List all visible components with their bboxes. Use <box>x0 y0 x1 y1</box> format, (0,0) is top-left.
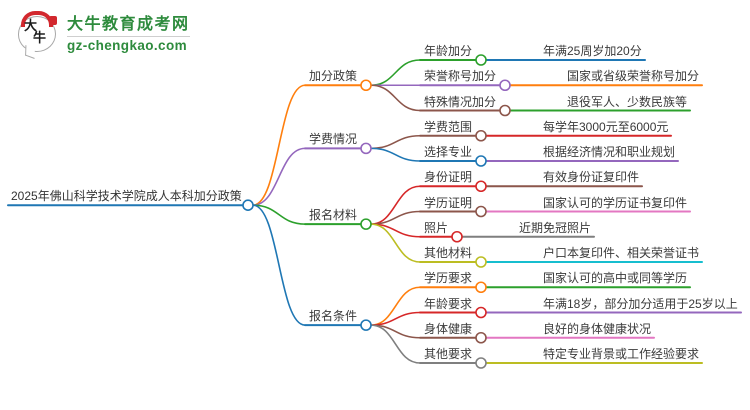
mindmap-node-toggle-circle[interactable] <box>475 357 487 369</box>
mindmap-node-label[interactable]: 年满18岁，部分加分适用于25岁以上 <box>543 296 738 311</box>
mindmap-node-toggle-circle[interactable] <box>475 155 487 167</box>
mindmap-node-toggle-circle[interactable] <box>475 331 487 344</box>
mindmap-node-label[interactable]: 其他要求 <box>424 347 473 361</box>
mindmap-link <box>370 324 421 364</box>
mindmap-node-label[interactable]: 国家认可的学历证书复印件 <box>543 195 688 210</box>
mindmap-node-toggle-circle[interactable] <box>499 79 511 92</box>
mindmap-node-toggle-circle[interactable] <box>475 129 487 142</box>
mindmap-node-toggle-circle[interactable] <box>475 180 487 193</box>
mindmap-node-label[interactable]: 身份证明 <box>424 170 473 185</box>
mindmap-link <box>252 147 306 206</box>
mindmap-node-label[interactable]: 学历证明 <box>424 195 473 210</box>
mindmap-node-label[interactable]: 荣誉称号加分 <box>424 69 497 84</box>
mindmap-node-label[interactable]: 报名材料 <box>309 208 358 223</box>
mindmap-node-toggle-circle[interactable] <box>475 281 487 294</box>
mindmap-node-label[interactable]: 特定专业背景或工作经验要求 <box>543 347 700 361</box>
mindmap-node-label[interactable]: 国家或省级荣誉称号加分 <box>567 69 700 84</box>
logo-text-block: 大牛教育成考网 gz-chengkao.com <box>67 13 190 53</box>
mindmap-node-label[interactable]: 特殊情况加分 <box>424 94 497 109</box>
mindmap-node-label[interactable]: 良好的身体健康状况 <box>543 321 652 336</box>
mindmap-node-label[interactable]: 身体健康 <box>424 321 473 336</box>
logo-char-da: 大 <box>24 18 38 33</box>
mindmap-link <box>252 204 306 326</box>
mindmap-link <box>370 147 421 162</box>
mindmap-node-toggle-circle[interactable] <box>360 79 372 92</box>
mindmap-node-label[interactable]: 近期免冠照片 <box>519 220 592 235</box>
mindmap-node-label[interactable]: 根据经济情况和职业规划 <box>543 145 676 159</box>
mindmap-node-label[interactable]: 每学年3000元至6000元 <box>543 119 669 134</box>
mindmap-node-toggle-circle[interactable] <box>475 306 487 319</box>
mindmap-link <box>370 59 421 87</box>
mindmap-link <box>252 84 306 206</box>
mindmap-node-label[interactable]: 学历要求 <box>424 271 473 286</box>
logo-char-niu: 牛 <box>33 30 47 45</box>
site-domain: gz-chengkao.com <box>67 36 190 53</box>
mindmap-node-label[interactable]: 户口本复印件、相关荣誉证书 <box>543 246 700 260</box>
mindmap-node-toggle-circle[interactable] <box>475 54 487 66</box>
mindmap-node-label[interactable]: 学费范围 <box>424 119 473 134</box>
mindmap-node-label[interactable]: 照片 <box>424 220 449 235</box>
logo-red-seal <box>49 16 57 25</box>
mindmap-root-label[interactable]: 2025年佛山科学技术学院成人本科加分政策 <box>11 189 242 204</box>
mindmap-node-label[interactable]: 学费情况 <box>309 132 358 147</box>
mindmap-link <box>252 204 306 225</box>
mindmap-node-label[interactable]: 有效身份证复印件 <box>543 170 640 185</box>
mindmap-node-label[interactable]: 年满25周岁加20分 <box>543 44 642 58</box>
mindmap-node-label[interactable]: 退役军人、少数民族等 <box>567 94 688 109</box>
mindmap-node-label[interactable]: 加分政策 <box>309 69 358 84</box>
mindmap-node-toggle-circle[interactable] <box>360 142 372 155</box>
mindmap-node-label[interactable]: 年龄加分 <box>424 44 473 58</box>
mindmap-node-label[interactable]: 年龄要求 <box>424 296 473 311</box>
mindmap-link <box>370 84 421 112</box>
mindmap-node-toggle-circle[interactable] <box>360 218 372 230</box>
site-title: 大牛教育成考网 <box>67 16 190 33</box>
site-logo[interactable]: 大 牛 大牛教育成考网 gz-chengkao.com <box>18 11 190 59</box>
mindmap-node-label[interactable]: 其他材料 <box>424 246 473 260</box>
logo-bubble-icon: 大 牛 <box>18 11 60 59</box>
mindmap-node-toggle-circle[interactable] <box>499 104 511 117</box>
mindmap-link <box>370 134 421 150</box>
mindmap-node-label[interactable]: 国家认可的高中或同等学历 <box>543 271 688 286</box>
mindmap-node-toggle-circle[interactable] <box>475 205 487 218</box>
mindmap-node-toggle-circle[interactable] <box>475 256 487 268</box>
logo-daniu-characters: 大 牛 <box>24 18 50 46</box>
mindmap-node-toggle-circle[interactable] <box>242 199 254 211</box>
mindmap-node-label[interactable]: 选择专业 <box>424 145 473 159</box>
mindmap-node-label[interactable]: 报名条件 <box>309 309 358 324</box>
mindmap-node-toggle-circle[interactable] <box>360 319 372 331</box>
mindmap-node-toggle-circle[interactable] <box>451 230 463 243</box>
mindmap-link <box>370 223 421 263</box>
